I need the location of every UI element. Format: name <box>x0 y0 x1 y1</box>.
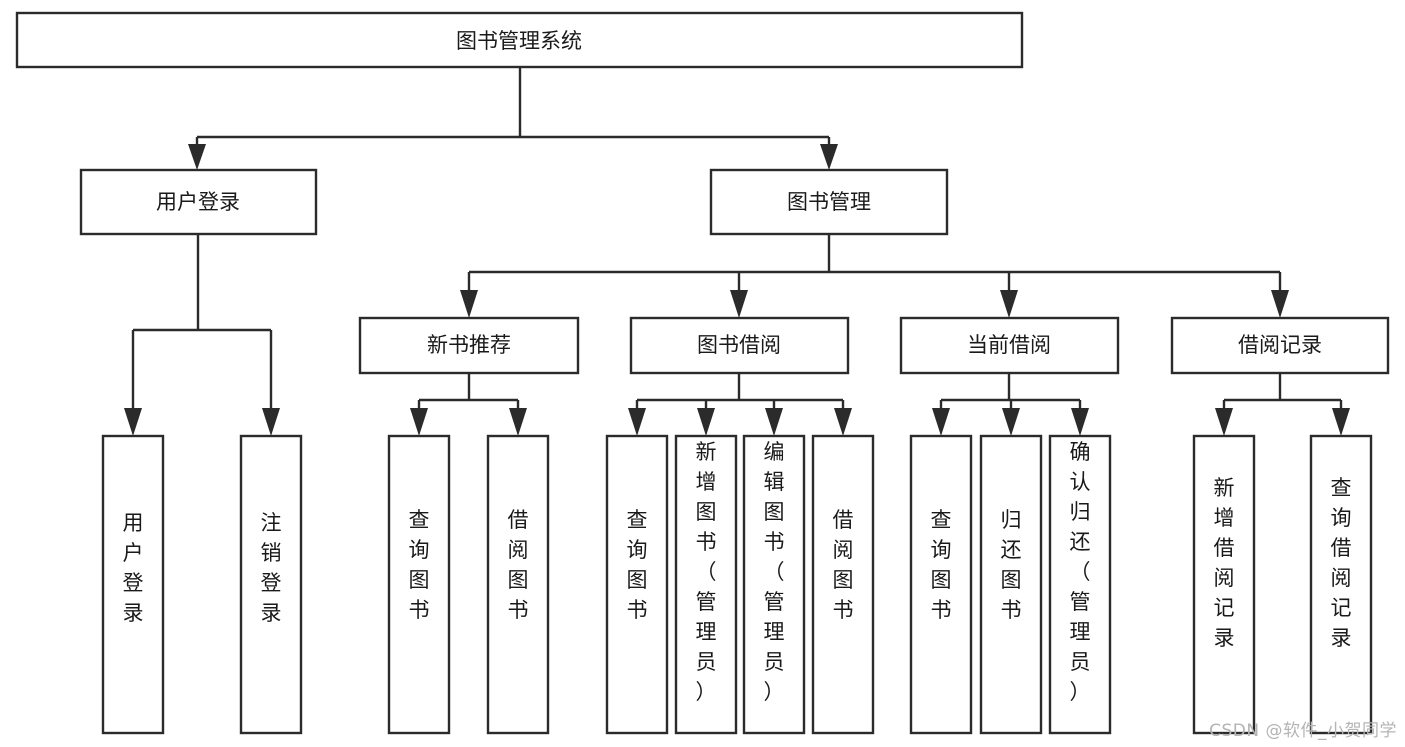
node-book-manage-box[interactable] <box>709 168 949 236</box>
leaf-borrow-record-1-box[interactable] <box>1309 434 1373 735</box>
leaf-current-borrow-2-box[interactable] <box>1048 434 1112 735</box>
node-user-login-box[interactable] <box>79 168 318 236</box>
leaf-book-borrow-1[interactable]: 新增图书（管理员） <box>674 434 738 735</box>
node-current-borrow-label: 当前借阅 <box>967 333 1051 357</box>
leaf-book-borrow-0-label: 查询图书 <box>627 508 648 622</box>
csdn-watermark: CSDN @软件_小贺同学 <box>1209 721 1397 741</box>
leaf-book-borrow-3-box[interactable] <box>811 434 875 735</box>
leaf-book-borrow-1-label: 新增图书（管理员） <box>696 440 717 704</box>
node-book-borrow-label: 图书借阅 <box>697 333 781 357</box>
leaf-borrow-record-1-label: 查询借阅记录 <box>1331 476 1352 650</box>
node-user-login-label: 用户登录 <box>156 190 240 214</box>
leaf-user-login-0[interactable]: 用户登录 <box>101 434 165 735</box>
arrow-to-new-book <box>460 290 478 318</box>
leaf-new-book-0-label: 查询图书 <box>409 508 430 622</box>
leaf-current-borrow-0-label: 查询图书 <box>931 508 952 622</box>
arrow-borrow-record-leaf0 <box>1215 408 1233 436</box>
arrow-to-book-manage <box>820 144 838 170</box>
leaf-current-borrow-2-label: 确认归还（管理员） <box>1070 440 1091 704</box>
arrow-user-login-leaf1 <box>262 408 280 436</box>
arrow-to-book-borrow <box>730 290 748 318</box>
leaf-current-borrow-1-box[interactable] <box>979 434 1043 735</box>
arrow-book-borrow-leaf2 <box>765 408 783 436</box>
arrow-to-current-borrow <box>1000 290 1018 318</box>
arrow-to-borrow-record <box>1271 290 1289 318</box>
leaf-borrow-record-0[interactable]: 新增借阅记录 <box>1192 434 1256 735</box>
leaf-book-borrow-0-box[interactable] <box>605 434 669 735</box>
leaf-book-borrow-0[interactable]: 查询图书 <box>605 434 669 735</box>
node-borrow-record[interactable]: 借阅记录 <box>1170 316 1390 375</box>
node-root-label: 图书管理系统 <box>456 29 582 53</box>
arrow-current-borrow-leaf0 <box>932 408 950 436</box>
leaf-new-book-0-box[interactable] <box>387 434 451 735</box>
connector-group <box>124 67 1350 436</box>
arrow-current-borrow-leaf1 <box>1002 408 1020 436</box>
leaf-current-borrow-0-box[interactable] <box>909 434 973 735</box>
leaf-new-book-0[interactable]: 查询图书 <box>387 434 451 735</box>
leaf-borrow-record-1[interactable]: 查询借阅记录 <box>1309 434 1373 735</box>
leaf-current-borrow-1[interactable]: 归还图书 <box>979 434 1043 735</box>
leaf-borrow-record-0-label: 新增借阅记录 <box>1214 476 1235 650</box>
node-borrow-record-label: 借阅记录 <box>1238 333 1322 357</box>
arrow-borrow-record-leaf1 <box>1332 408 1350 436</box>
leaf-borrow-record-0-box[interactable] <box>1192 434 1256 735</box>
leaf-new-book-1-label: 借阅图书 <box>508 508 529 622</box>
node-borrow-record-box[interactable] <box>1170 316 1390 375</box>
leaf-book-borrow-2[interactable]: 编辑图书（管理员） <box>742 434 806 735</box>
leaf-book-borrow-1-box[interactable] <box>674 434 738 735</box>
leaf-user-login-0-box[interactable] <box>101 434 165 735</box>
node-new-book-recommend[interactable]: 新书推荐 <box>358 316 580 375</box>
arrow-book-borrow-leaf0 <box>628 408 646 436</box>
node-new-book-recommend-label: 新书推荐 <box>427 333 511 357</box>
arrow-new-book-leaf1 <box>509 408 527 436</box>
leaf-user-login-1-box[interactable] <box>239 434 303 735</box>
node-root-box[interactable] <box>15 11 1024 69</box>
arrow-to-user-login <box>188 144 206 170</box>
leaf-current-borrow-1-label: 归还图书 <box>1001 508 1022 622</box>
leaf-user-login-1-label: 注销登录 <box>261 511 282 625</box>
node-book-borrow[interactable]: 图书借阅 <box>629 316 850 375</box>
leaf-book-borrow-2-label: 编辑图书（管理员） <box>764 440 785 704</box>
leaf-new-book-1[interactable]: 借阅图书 <box>486 434 550 735</box>
leaf-current-borrow-2[interactable]: 确认归还（管理员） <box>1048 434 1112 735</box>
arrow-book-borrow-leaf1 <box>697 408 715 436</box>
node-book-manage[interactable]: 图书管理 <box>709 168 949 236</box>
leaf-book-borrow-3-label: 借阅图书 <box>833 508 854 622</box>
node-root[interactable]: 图书管理系统 <box>15 11 1024 69</box>
node-user-login[interactable]: 用户登录 <box>79 168 318 236</box>
leaf-book-borrow-3[interactable]: 借阅图书 <box>811 434 875 735</box>
node-book-borrow-box[interactable] <box>629 316 850 375</box>
leaf-current-borrow-0[interactable]: 查询图书 <box>909 434 973 735</box>
arrow-user-login-leaf0 <box>124 408 142 436</box>
leaf-new-book-1-box[interactable] <box>486 434 550 735</box>
leaf-user-login-0-label: 用户登录 <box>123 511 144 625</box>
leaf-user-login-1[interactable]: 注销登录 <box>239 434 303 735</box>
arrow-new-book-leaf0 <box>410 408 428 436</box>
node-book-manage-label: 图书管理 <box>787 190 871 214</box>
arrow-current-borrow-leaf2 <box>1071 408 1089 436</box>
arrow-book-borrow-leaf3 <box>834 408 852 436</box>
node-current-borrow[interactable]: 当前借阅 <box>899 316 1120 375</box>
leaf-book-borrow-2-box[interactable] <box>742 434 806 735</box>
node-current-borrow-box[interactable] <box>899 316 1120 375</box>
node-new-book-recommend-box[interactable] <box>358 316 580 375</box>
